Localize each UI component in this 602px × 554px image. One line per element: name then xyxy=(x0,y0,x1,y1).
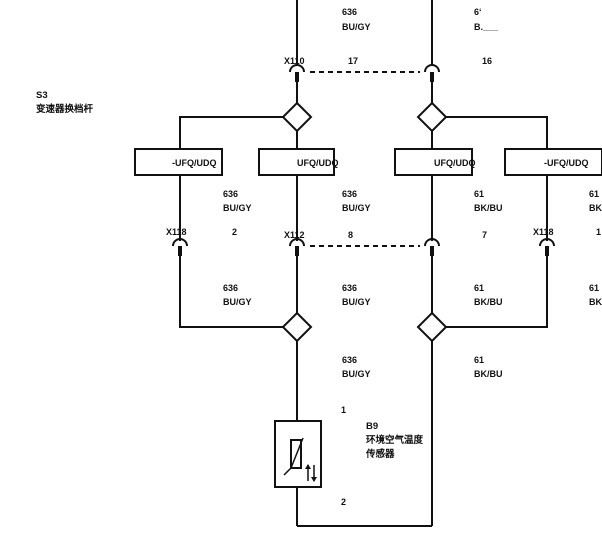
module-box-4: -UFQ/UDQ xyxy=(504,148,602,176)
mid-w3-color: BK/BU xyxy=(474,203,503,213)
b9-pin-1: 1 xyxy=(341,405,346,415)
x112-pin-7: 7 xyxy=(482,230,487,240)
top-wire-b-number: 6‘ xyxy=(474,7,482,17)
s3-id-label: S3 xyxy=(36,90,48,101)
b9-sensor-symbol xyxy=(274,420,322,488)
svg-text:-UFQ/UDQ: -UFQ/UDQ xyxy=(544,158,589,168)
wire-branch-left xyxy=(179,116,283,328)
splice-upper-left xyxy=(281,101,313,133)
x112-pin-8: 8 xyxy=(348,230,353,240)
s3-name-label: 变速器换档杆 xyxy=(36,103,94,115)
mid-w4-color: BK xyxy=(589,203,602,213)
svg-text:UFQ/UDQ: UFQ/UDQ xyxy=(297,158,339,168)
svg-text:-UFQ/UDQ: -UFQ/UDQ xyxy=(172,158,217,168)
x110-pin-17: 17 xyxy=(348,56,358,66)
mid-w2-color: BU/GY xyxy=(342,203,371,213)
lower-w1-number: 636 xyxy=(223,283,238,293)
b9-name-line1: 环境空气温度 xyxy=(366,434,424,446)
splice-lower-left xyxy=(281,311,313,343)
x118-left-label: X118 xyxy=(166,227,187,237)
lower-w2-number: 636 xyxy=(342,283,357,293)
x112-label: X112 xyxy=(284,230,305,240)
lower-w4-color: BK xyxy=(589,297,602,307)
module-box-2: UFQ/UDQ xyxy=(258,148,339,176)
x118-right-pin: 1 xyxy=(596,227,601,237)
connector-x110 xyxy=(289,64,440,82)
connector-x118-left xyxy=(172,238,188,256)
x110-label: X110 xyxy=(284,56,305,66)
lower-w1-color: BU/GY xyxy=(223,297,252,307)
x110-pin-16: 16 xyxy=(482,56,492,66)
splice-lower-right xyxy=(416,311,448,343)
module-box-1: -UFQ/UDQ xyxy=(134,148,223,176)
mid-w1-number: 636 xyxy=(223,189,238,199)
top-wire-a-color: BU/GY xyxy=(342,22,371,32)
lower-w3-number: 61 xyxy=(474,283,484,293)
connector-x112 xyxy=(289,238,440,256)
module-box-3: UFQ/UDQ xyxy=(394,148,476,176)
svg-text:UFQ/UDQ: UFQ/UDQ xyxy=(434,158,476,168)
splice-upper-right xyxy=(416,101,448,133)
lower-w2-color: BU/GY xyxy=(342,297,371,307)
mid-w1-color: BU/GY xyxy=(223,203,252,213)
x118-left-pin: 2 xyxy=(232,227,237,237)
wire-bu-gy-main xyxy=(296,0,432,527)
wire-branch-right xyxy=(446,116,548,328)
x118-right-label: X118 xyxy=(533,227,554,237)
b9-pin-2: 2 xyxy=(341,497,346,507)
mid-w3-number: 61 xyxy=(474,189,484,199)
bottom-w2-color: BK/BU xyxy=(474,369,503,379)
mid-w4-number: 61 xyxy=(589,189,599,199)
bottom-w1-number: 636 xyxy=(342,355,357,365)
b9-name-line2: 传感器 xyxy=(365,448,395,460)
connector-x118-right xyxy=(539,238,555,256)
top-wire-a-number: 636 xyxy=(342,7,357,17)
bottom-w1-color: BU/GY xyxy=(342,369,371,379)
lower-w4-number: 61 xyxy=(589,283,599,293)
top-wire-b-color: B.___ xyxy=(474,22,499,32)
lower-w3-color: BK/BU xyxy=(474,297,503,307)
bottom-w2-number: 61 xyxy=(474,355,484,365)
b9-id-label: B9 xyxy=(366,421,378,432)
mid-w2-number: 636 xyxy=(342,189,357,199)
